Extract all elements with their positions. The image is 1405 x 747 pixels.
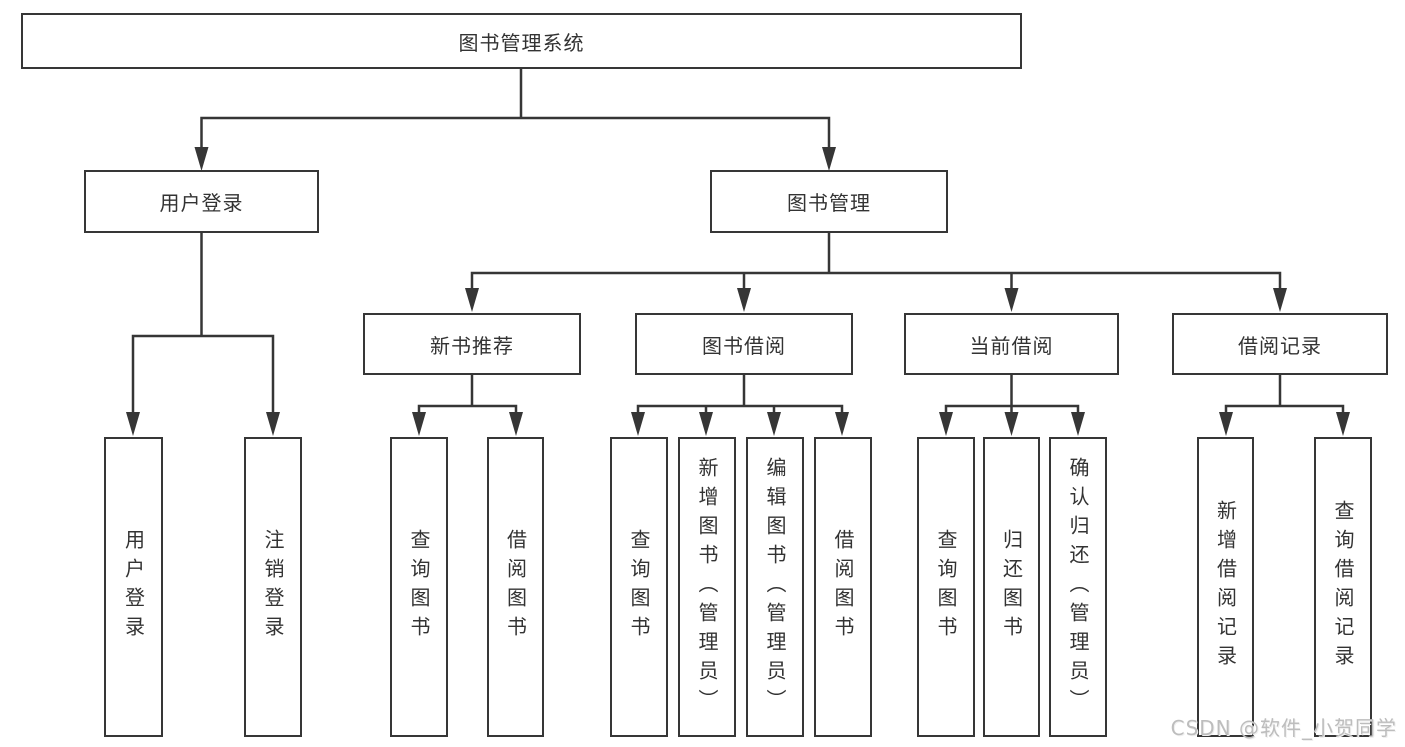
leaf-label: 新增图书（管理员）: [695, 456, 719, 718]
node-label: 当前借阅: [969, 333, 1054, 358]
leaf-label: 注销登录: [261, 529, 285, 645]
leaf-edit-book-admin: 编辑图书（管理员）: [746, 437, 804, 737]
leaf-label: 归还图书: [999, 529, 1024, 645]
node-label: 图书借阅: [702, 333, 786, 358]
leaf-add-book-admin: 新增图书（管理员）: [678, 437, 736, 737]
node-new-book-recommend: 新书推荐: [363, 313, 581, 375]
leaf-label: 用户登录: [121, 529, 146, 645]
leaf-query-books-current: 查询图书: [917, 437, 975, 737]
leaf-user-login: 用户登录: [104, 437, 163, 737]
leaf-query-borrow-record: 查询借阅记录: [1314, 437, 1372, 737]
leaf-label: 查询借阅记录: [1331, 500, 1355, 674]
node-label: 用户登录: [159, 191, 244, 215]
node-book-management-branch: 图书管理: [710, 170, 948, 233]
leaf-logout: 注销登录: [244, 437, 302, 737]
leaf-query-books-recommend: 查询图书: [390, 437, 448, 737]
node-label: 图书管理系统: [458, 30, 585, 55]
leaf-label: 借阅图书: [831, 529, 855, 645]
node-borrowing-records: 借阅记录: [1172, 313, 1388, 375]
leaf-label: 确认归还（管理员）: [1066, 456, 1090, 718]
leaf-label: 查询图书: [934, 529, 958, 645]
node-label: 借阅记录: [1238, 333, 1322, 358]
leaf-label: 编辑图书（管理员）: [763, 456, 787, 718]
node-current-borrowing: 当前借阅: [904, 313, 1119, 375]
leaf-label: 借阅图书: [503, 529, 528, 645]
leaf-label: 查询图书: [407, 529, 431, 645]
tree-edges: [131, 66, 1345, 418]
arrowheads: [126, 147, 1350, 436]
leaf-return-books: 归还图书: [983, 437, 1040, 737]
node-book-borrowing: 图书借阅: [635, 313, 853, 375]
node-user-login-branch: 用户登录: [84, 170, 319, 233]
leaf-borrow-books: 借阅图书: [814, 437, 872, 737]
leaf-add-borrow-record: 新增借阅记录: [1197, 437, 1254, 737]
node-label: 图书管理: [787, 191, 871, 215]
leaf-confirm-return-admin: 确认归还（管理员）: [1049, 437, 1107, 737]
csdn-watermark: CSDN @软件_小贺同学: [1170, 716, 1397, 740]
leaf-query-books-borrowing: 查询图书: [610, 437, 668, 737]
leaf-borrow-books-recommend: 借阅图书: [487, 437, 544, 737]
leaf-label: 查询图书: [627, 529, 651, 645]
node-label: 新书推荐: [430, 333, 514, 358]
leaf-label: 新增借阅记录: [1213, 500, 1238, 674]
node-library-management-system: 图书管理系统: [21, 13, 1022, 69]
